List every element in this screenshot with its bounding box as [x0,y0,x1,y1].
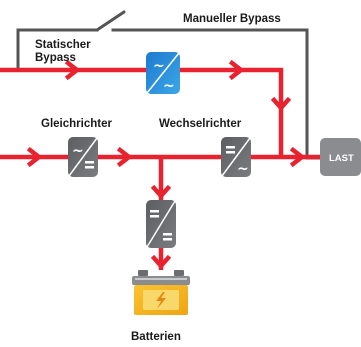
power-lines [0,67,322,270]
flow-arrows [26,59,306,270]
arrow-static-in [64,59,81,81]
svg-text:~: ~ [72,143,84,159]
dc-converter-icon [146,200,176,248]
rectifier-icon: ~ [68,137,98,177]
batteries-label: Batterien [131,331,181,343]
manual-bypass-switch-icon [95,10,126,32]
arrow-batt-to-battery [150,254,172,270]
arrow-rect-out [116,146,133,168]
rectifier-label: Gleichrichter [41,118,112,130]
battery-icon [132,270,190,315]
load-box: LAST [320,138,361,176]
inverter-icon: ~ [221,137,251,177]
manual-bypass-label: Manueller Bypass [183,13,281,25]
arrow-load [289,146,306,168]
static-bypass-label-line1: Statischer [35,39,91,51]
static-bypass-label-line2: Bypass [35,52,76,64]
static-switch-icon: ~ ~ [146,52,180,94]
arrow-rect-in [26,146,43,168]
lightning-icon [156,292,166,309]
arrow-batt-down [150,184,172,200]
svg-text:~: ~ [237,161,249,177]
svg-text:~: ~ [153,58,165,74]
load-label: LAST [329,153,354,164]
arrow-junction-down [270,96,292,112]
svg-text:~: ~ [163,78,175,94]
inverter-label: Wechselrichter [159,118,242,130]
arrow-static-out [228,59,245,81]
